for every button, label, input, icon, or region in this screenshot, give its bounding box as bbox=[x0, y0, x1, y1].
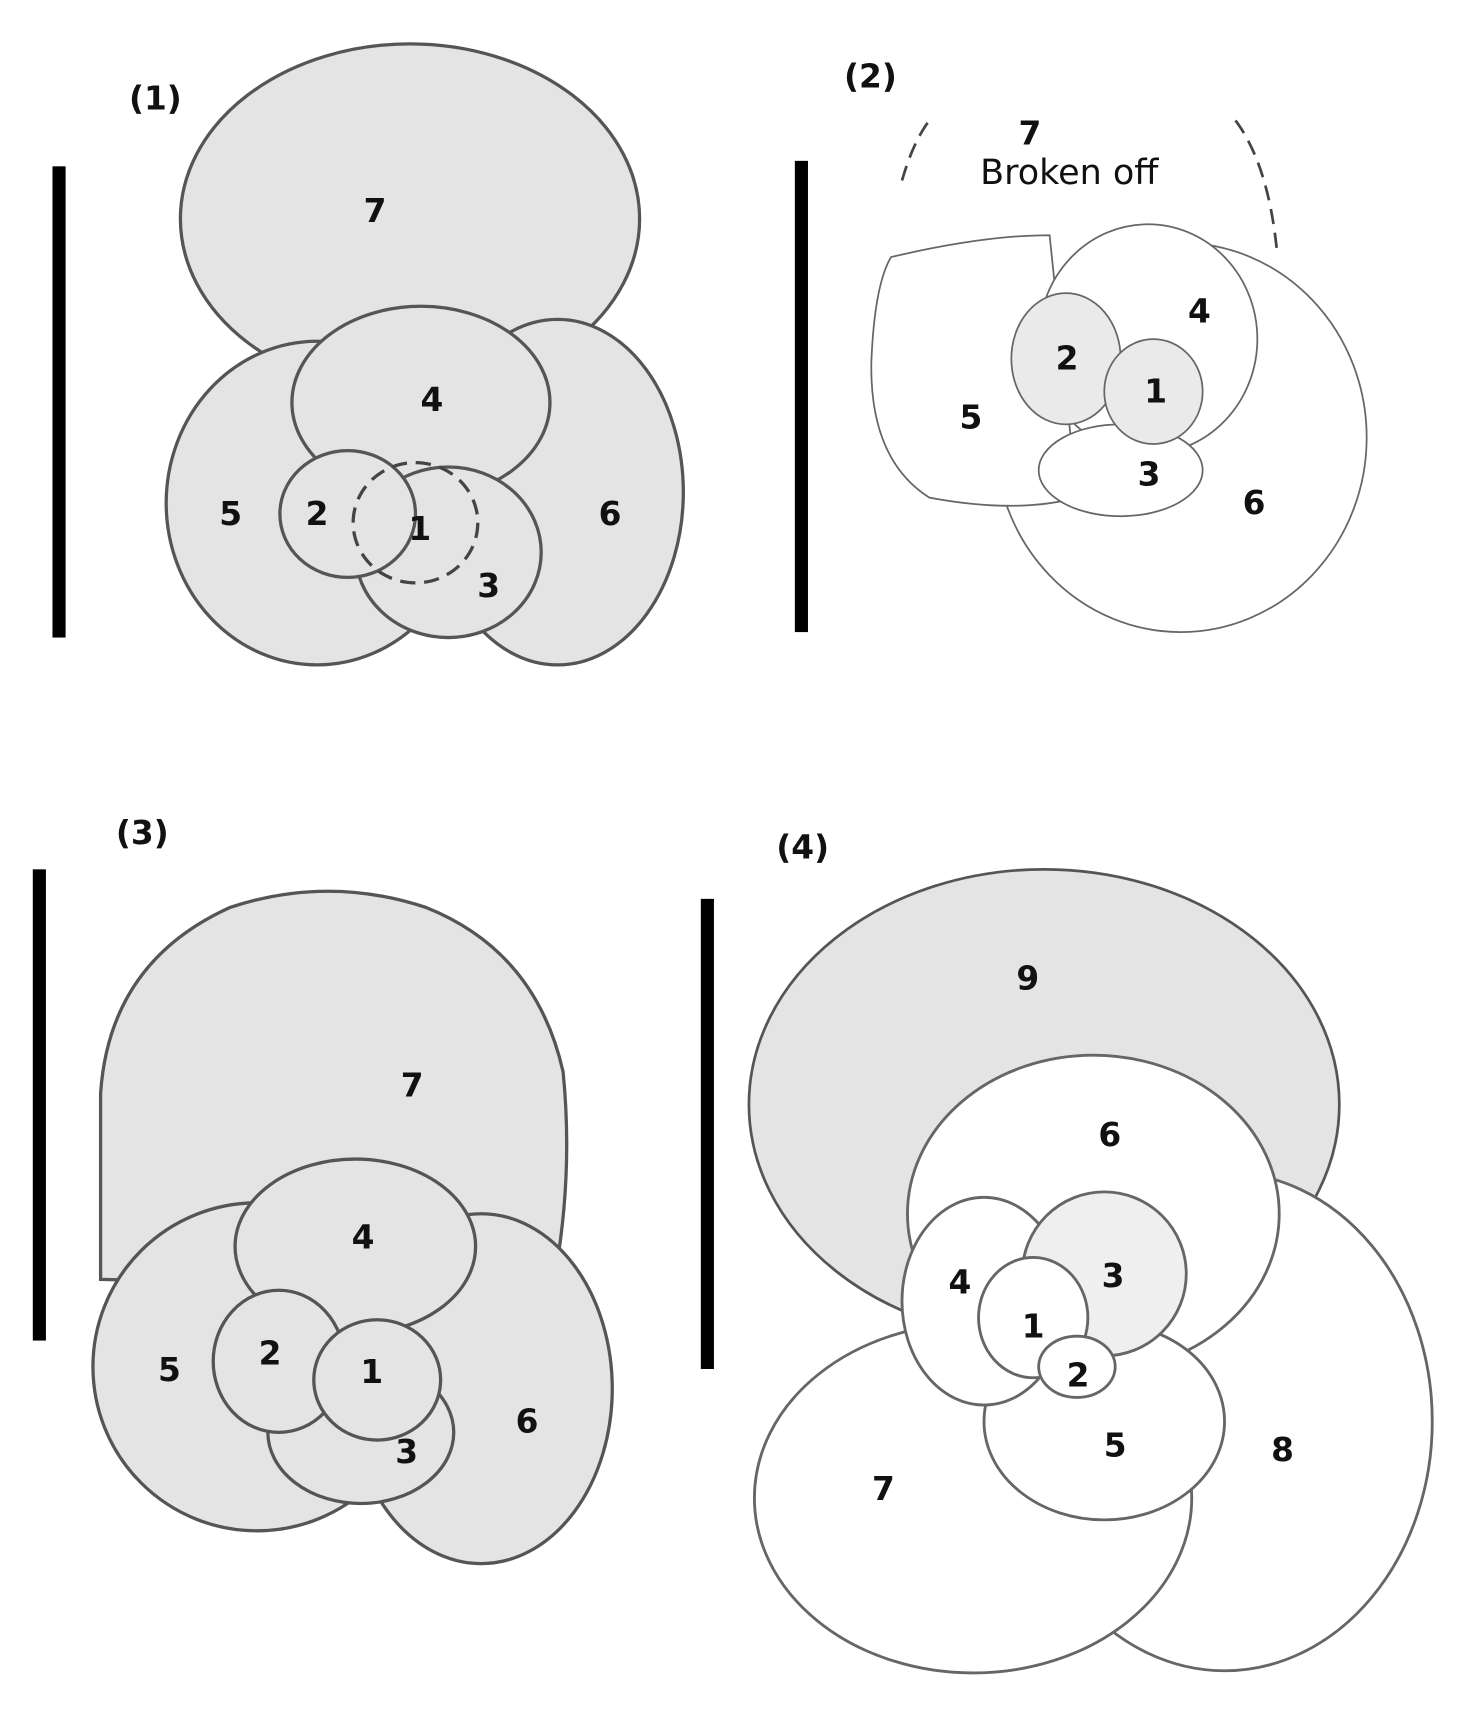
chamber-label: 9 bbox=[1016, 960, 1039, 998]
chamber-label: 4 bbox=[1188, 293, 1211, 331]
chamber-label: 7 bbox=[401, 1067, 424, 1105]
chamber-label: 2 bbox=[306, 495, 329, 533]
panel-label: (1) bbox=[129, 79, 182, 117]
panel-1: (1) 7 4 5 2 1 6 3 bbox=[52, 42, 685, 667]
chamber-label: 7 bbox=[1019, 114, 1042, 152]
chamber-label: 7 bbox=[872, 1470, 895, 1508]
chamber-label: 1 bbox=[1144, 372, 1167, 410]
chamber-label: 4 bbox=[352, 1219, 375, 1257]
scale-bar bbox=[32, 869, 46, 1341]
panel-label: (3) bbox=[116, 814, 169, 852]
chamber-label: 8 bbox=[1271, 1431, 1294, 1469]
panel-2: (2) 7 Broken off 4 2 1 5 3 6 bbox=[794, 58, 1368, 633]
chamber-1 bbox=[312, 1318, 443, 1442]
panel-label: (4) bbox=[776, 828, 829, 866]
chamber-label: 6 bbox=[1243, 484, 1266, 522]
chamber-label: 1 bbox=[1022, 1307, 1045, 1345]
scale-bar bbox=[52, 166, 66, 638]
panel-4: (4) 9 6 3 4 1 2 5 8 7 bbox=[700, 828, 1434, 1675]
chamber-2 bbox=[1037, 1334, 1117, 1399]
chamber-label: 6 bbox=[599, 495, 622, 533]
panel-3: (3) 7 4 2 1 5 6 3 bbox=[32, 814, 614, 1566]
chamber-label: 3 bbox=[1102, 1257, 1125, 1295]
chamber-label: 3 bbox=[477, 567, 500, 605]
chamber-label: 6 bbox=[516, 1402, 539, 1440]
chamber-label: 6 bbox=[1098, 1116, 1121, 1154]
chamber-label: 7 bbox=[364, 192, 387, 230]
chamber-label: 4 bbox=[420, 381, 443, 419]
chamber-2 bbox=[278, 448, 418, 580]
chamber-label: 5 bbox=[1104, 1426, 1127, 1464]
chamber-label: 5 bbox=[219, 495, 242, 533]
chamber-1 bbox=[1103, 338, 1204, 445]
chamber-label: 2 bbox=[259, 1335, 282, 1373]
scale-bar bbox=[700, 898, 714, 1369]
chamber-label: 2 bbox=[1067, 1356, 1090, 1394]
chamber-label: 1 bbox=[408, 510, 431, 548]
chamber-label: 3 bbox=[1138, 456, 1161, 494]
broken-off-note: Broken off bbox=[980, 153, 1159, 193]
chamber-label: 3 bbox=[395, 1433, 418, 1471]
chamber-label: 4 bbox=[949, 1264, 972, 1302]
chamber-5 bbox=[870, 234, 1078, 507]
chamber-label: 5 bbox=[959, 399, 982, 437]
broken-chamber-outline bbox=[900, 119, 1279, 252]
chamber-1 bbox=[351, 460, 480, 585]
chamber-label: 5 bbox=[158, 1351, 181, 1389]
scale-bar bbox=[794, 160, 808, 633]
panel-label: (2) bbox=[844, 58, 897, 96]
chamber-label: 2 bbox=[1056, 340, 1079, 378]
chamber-label: 1 bbox=[360, 1353, 383, 1391]
